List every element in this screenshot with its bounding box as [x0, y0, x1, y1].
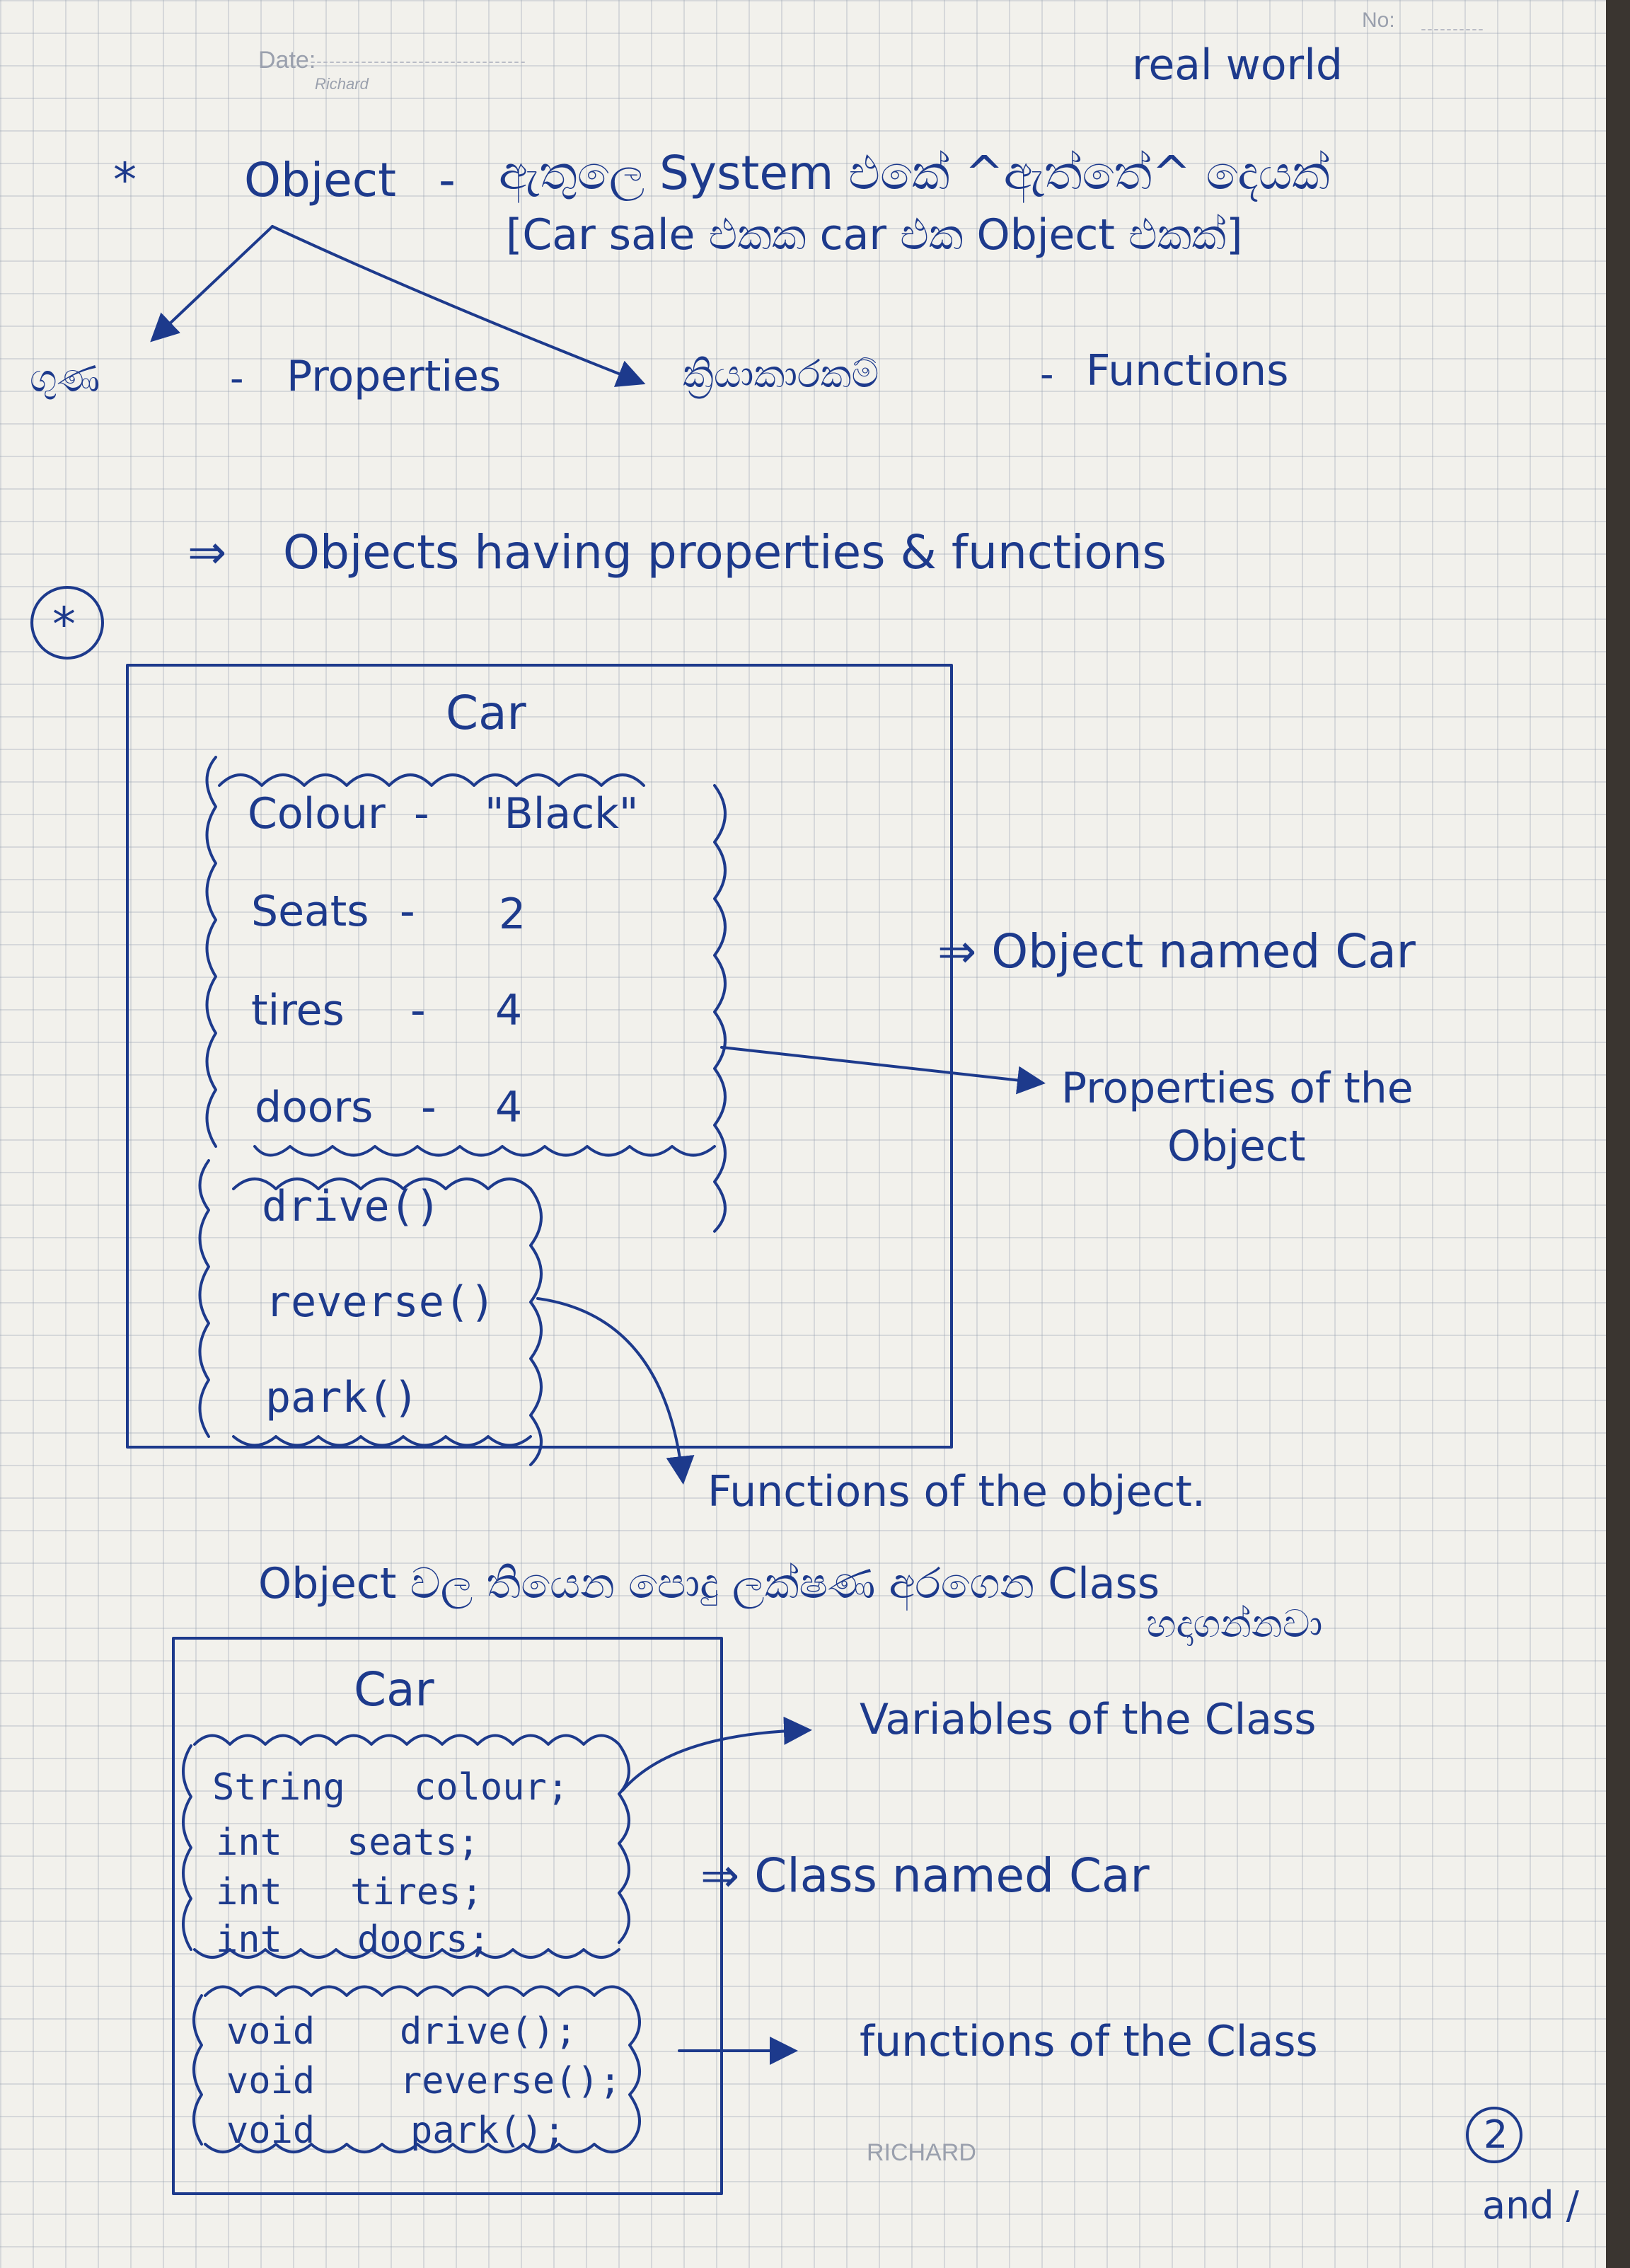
bullet: * [113, 153, 137, 207]
var-name-colour: colour; [414, 1766, 570, 1809]
object-title: Car [446, 686, 526, 740]
note-variables-class: Variables of the Class [860, 1695, 1317, 1744]
note-class-named-car: ⇒ Class named Car [700, 1848, 1150, 1903]
var-name-tires: tires; [350, 1871, 483, 1913]
prop-dash: - [400, 887, 415, 936]
arrow-to-functions-note [536, 1297, 695, 1485]
prop-name-colour: Colour [248, 789, 386, 839]
branch-right-english: Functions [1086, 346, 1289, 396]
method-name-park: park(); [410, 2109, 566, 2152]
note-functions-class: functions of the Class [860, 2017, 1318, 2066]
arrow-to-variables-note [621, 1716, 812, 1792]
prop-value-seats: 2 [499, 890, 526, 939]
properties-cloud [205, 756, 727, 1233]
func-reverse: reverse() [265, 1277, 496, 1327]
var-type: int [216, 1918, 282, 1961]
note-properties-line2: Object [1167, 1122, 1306, 1171]
class-title: Car [354, 1662, 434, 1717]
branch-right-sep: - [1040, 352, 1054, 396]
header-dash: - [439, 153, 456, 207]
object-box-frame [126, 664, 953, 1449]
var-type: int [216, 1821, 282, 1864]
prop-name-tires: tires [251, 986, 345, 1035]
arrow-to-functions [271, 225, 646, 387]
var-name-seats: seats; [347, 1821, 480, 1864]
prop-dash: - [410, 986, 426, 1035]
functions-cloud [198, 1159, 543, 1466]
no-label: No: [1362, 8, 1395, 32]
summary-text: Objects having properties & functions [283, 525, 1167, 580]
object-term: Object [244, 153, 396, 207]
branch-left-english: Properties [287, 352, 502, 401]
var-name-doors: doors; [357, 1918, 490, 1961]
prop-value-tires: 4 [495, 986, 523, 1035]
branch-left-sinhala: ගුණ [30, 356, 100, 401]
note-object-named-car: ⇒ Object named Car [937, 924, 1416, 979]
date-label: Date: [258, 47, 316, 74]
method-type: void [226, 2109, 316, 2152]
prop-value-doors: 4 [495, 1083, 523, 1132]
note-properties-line1: Properties of the [1061, 1064, 1414, 1113]
variables-cloud [182, 1734, 630, 1959]
arrow-to-properties [150, 225, 274, 342]
method-type: void [226, 2060, 316, 2102]
func-drive: drive() [262, 1182, 441, 1231]
corner-text: and / [1482, 2183, 1579, 2228]
method-name-reverse: reverse(); [400, 2060, 622, 2102]
prop-name-doors: doors [255, 1083, 374, 1132]
brand-footer: RICHARD [867, 2139, 976, 2166]
class-intro-line1: Object වල තියෙන පොදු ලක්ෂණ අරගෙන Class [258, 1559, 1160, 1608]
branch-left-sep: - [230, 356, 244, 401]
method-type: void [226, 2010, 316, 2053]
sinhala-definition: ඇතුලෙ System එකේ ^ඇත්තේ^ දෙයක් [499, 146, 1330, 200]
prop-name-seats: Seats [251, 887, 369, 936]
note-functions-object: Functions of the object. [707, 1467, 1206, 1516]
summary-arrow: ⇒ [187, 525, 227, 580]
branch-right-sinhala: ක්‍රියාකාරකම් [683, 352, 879, 396]
page-number: 2 [1484, 2112, 1508, 2157]
section-marker: * [52, 597, 76, 652]
page-number-circle [1466, 2107, 1522, 2163]
circled-marker [30, 586, 104, 660]
top-note: real world [1132, 40, 1343, 90]
brand-small: Richard [315, 75, 369, 93]
func-park: park() [265, 1373, 419, 1422]
var-type: String [212, 1766, 345, 1809]
methods-cloud [192, 1985, 641, 2153]
var-type: int [216, 1871, 282, 1913]
arrow-to-properties-note [720, 1046, 1046, 1095]
class-box-frame [172, 1637, 723, 2195]
prop-dash: - [421, 1083, 437, 1132]
prop-dash: - [414, 789, 429, 839]
method-name-drive: drive(); [400, 2010, 577, 2053]
object-example: [Car sale එකක car එක Object එකක්] [506, 210, 1243, 260]
prop-value-colour: "Black" [485, 789, 639, 839]
class-intro-line2: හදාගන්නවා [1146, 1601, 1323, 1646]
